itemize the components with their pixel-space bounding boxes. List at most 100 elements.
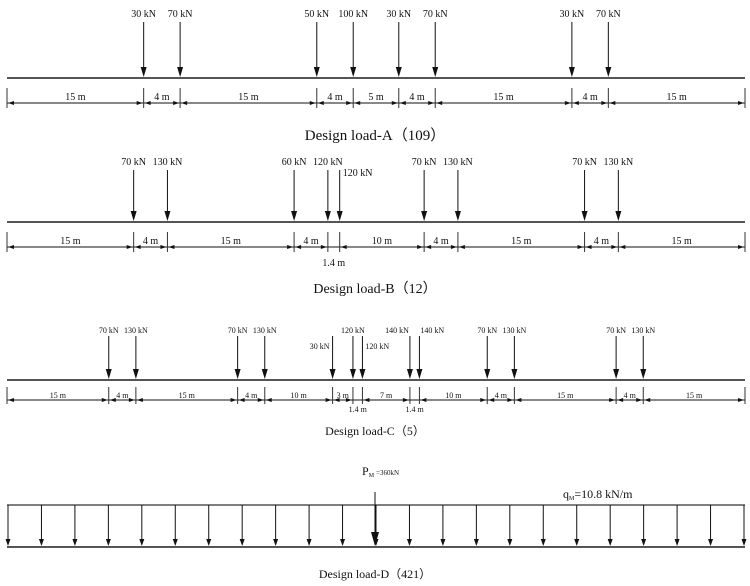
load-label: 140 kN	[420, 326, 444, 335]
arrowhead-icon	[511, 369, 518, 379]
arrowhead-icon	[105, 539, 111, 546]
load-arrow	[329, 336, 336, 379]
arrowhead-icon	[432, 67, 439, 77]
span-label: 15 m	[50, 391, 67, 400]
load-label: 70 kN	[168, 9, 193, 20]
arrowhead-icon	[741, 539, 747, 546]
dimension-arrow-icon	[309, 101, 316, 105]
dimension-arrow-icon	[458, 245, 465, 249]
arrowhead-icon	[349, 369, 356, 379]
arrowhead-icon	[139, 539, 145, 546]
load-arrow	[105, 336, 112, 379]
arrowhead-icon	[234, 369, 241, 379]
load-arrow	[336, 170, 343, 221]
load-arrow	[261, 336, 268, 379]
dimension-arrow-icon	[128, 398, 135, 402]
dimension-arrow-icon	[577, 245, 584, 249]
span-label: 10 m	[445, 391, 462, 400]
load-arrow	[140, 22, 147, 77]
dimension-arrow-icon	[340, 245, 347, 249]
load-label: 50 kN	[304, 9, 329, 20]
dimension-arrow-icon	[354, 101, 361, 105]
arrowhead-icon	[454, 211, 461, 221]
arrowhead-icon	[105, 369, 112, 379]
arrowhead-icon	[306, 539, 312, 546]
arrowhead-icon	[640, 369, 647, 379]
load-arrow	[177, 22, 184, 77]
load-label: 70 kN	[477, 326, 497, 335]
dimension-arrow-icon	[136, 101, 143, 105]
dimension-arrow-icon	[644, 398, 651, 402]
load-arrow	[359, 336, 366, 379]
dimension-arrow-icon	[238, 398, 245, 402]
dimension-arrow-icon	[636, 398, 643, 402]
arrowhead-icon	[324, 211, 331, 221]
load-arrow	[164, 170, 171, 221]
arrowhead-icon	[329, 369, 336, 379]
span-label: 15 m	[672, 236, 693, 247]
load-label: 70 kN	[228, 326, 248, 335]
load-label: 30 kN	[131, 9, 156, 20]
dimension-arrow-icon	[425, 245, 432, 249]
arrowhead-icon	[473, 539, 479, 546]
arrowhead-icon	[336, 211, 343, 221]
load-arrow	[511, 336, 518, 379]
dimension-arrow-icon	[134, 245, 141, 249]
dimension-arrow-icon	[8, 398, 14, 402]
span-label: 15 m	[686, 391, 703, 400]
load-arrow	[349, 336, 356, 379]
dimension-arrow-icon	[325, 398, 332, 402]
load-arrow	[132, 336, 139, 379]
span-label: 4 m	[582, 92, 598, 103]
dimension-arrow-icon	[738, 245, 744, 249]
dimension-arrow-icon	[8, 101, 14, 105]
dimension-arrow-icon	[420, 398, 427, 402]
dimension-arrow-icon	[609, 398, 616, 402]
span-label: 15 m	[65, 92, 86, 103]
dimension-arrow-icon	[609, 101, 616, 105]
load-label: 130 kN	[124, 326, 148, 335]
distributed-load-subscript: M	[569, 496, 575, 502]
dimension-arrow-icon	[601, 101, 608, 105]
distributed-load-arrow	[105, 505, 111, 546]
span-label: 15 m	[557, 391, 574, 400]
load-arrow	[395, 22, 402, 77]
arrowhead-icon	[421, 211, 428, 221]
load-label: 30 kN	[386, 9, 411, 20]
load-arrow	[640, 336, 647, 379]
distributed-load-arrow	[507, 505, 513, 546]
dimension-arrow-icon	[168, 245, 175, 249]
distributed-load-arrow	[72, 505, 78, 546]
arrowhead-icon	[72, 539, 78, 546]
dimension-arrow-icon	[738, 101, 744, 105]
point-load-symbol: P	[362, 464, 369, 478]
span-label: 4 m	[303, 236, 319, 247]
load-arrow	[406, 336, 413, 379]
dimension-arrow-icon	[181, 101, 188, 105]
arrowhead-icon	[605, 67, 612, 77]
distributed-load-arrow	[741, 505, 747, 546]
distributed-load-arrow	[340, 505, 346, 546]
dimension-arrow-icon	[402, 398, 409, 402]
load-arrow	[416, 336, 423, 379]
arrowhead-icon	[291, 211, 298, 221]
distributed-load-arrow	[641, 505, 647, 546]
span-label: 4 m	[143, 236, 159, 247]
diagram-title: Design load-A（109）	[305, 127, 445, 144]
load-arrow	[484, 336, 491, 379]
span-label: 15 m	[60, 236, 81, 247]
span-label: 1.4 m	[322, 258, 345, 269]
dimension-arrow-icon	[320, 245, 327, 249]
span-label: 3 m	[337, 391, 350, 400]
dimension-arrow-icon	[417, 245, 424, 249]
arrowhead-icon	[239, 539, 245, 546]
arrowhead-icon	[540, 539, 546, 546]
load-label: 130 kN	[603, 157, 633, 168]
distributed-load-symbol: q	[563, 487, 569, 501]
arrowhead-icon	[132, 369, 139, 379]
dimension-arrow-icon	[8, 245, 14, 249]
distributed-load-value: =10.8 kN/m	[574, 487, 633, 501]
span-label: 15 m	[238, 92, 259, 103]
load-label: 70 kN	[121, 157, 146, 168]
